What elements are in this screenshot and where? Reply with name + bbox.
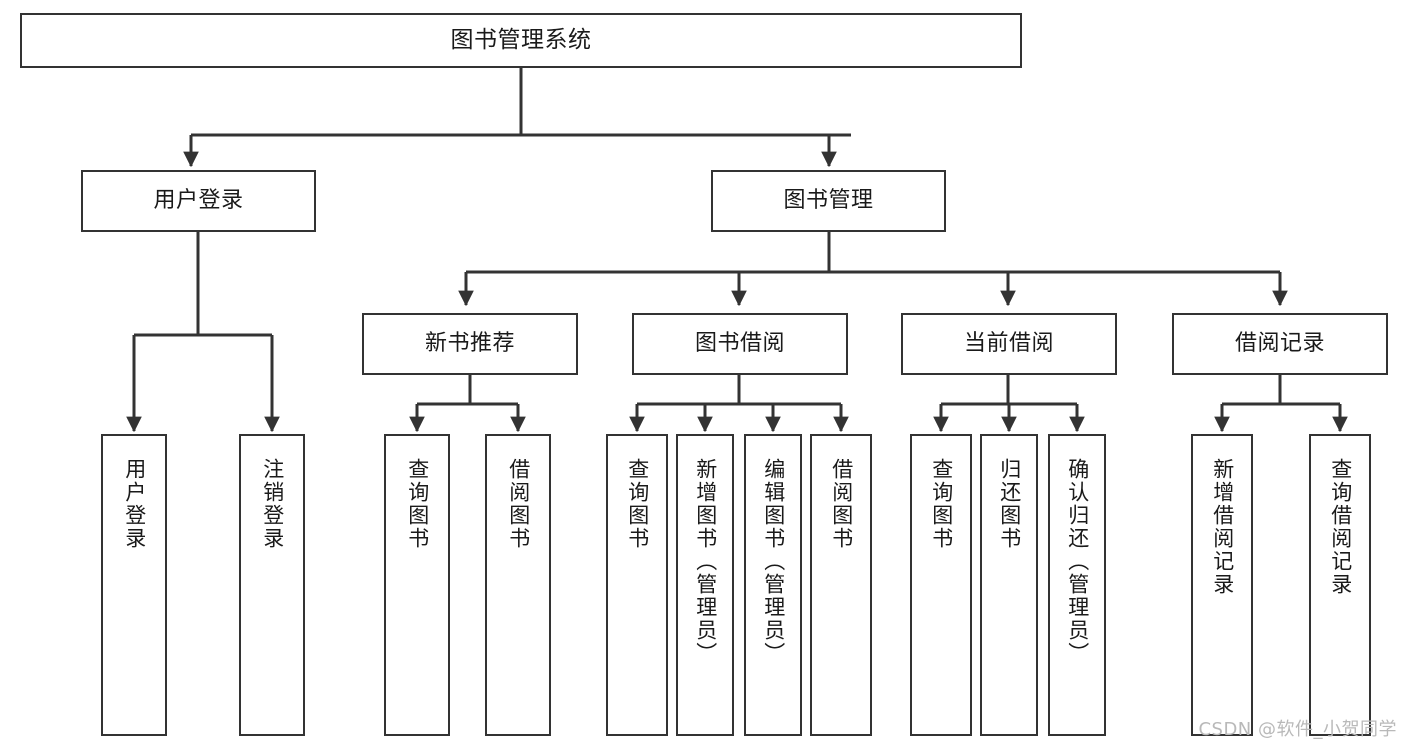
leaf-new-book-query-label: 查询图书 xyxy=(405,458,430,550)
leaf-borrow-record-query[interactable]: 查询借阅记录 xyxy=(1309,434,1371,736)
leaf-book-borrow-edit[interactable]: 编辑图书（管理员） xyxy=(744,434,802,736)
leaf-book-borrow-edit-label: 编辑图书（管理员） xyxy=(761,458,786,665)
leaf-new-book-borrow[interactable]: 借阅图书 xyxy=(485,434,551,736)
leaf-borrow-record-add[interactable]: 新增借阅记录 xyxy=(1191,434,1253,736)
leaf-new-book-query[interactable]: 查询图书 xyxy=(384,434,450,736)
node-new-book-recommend[interactable]: 新书推荐 xyxy=(362,313,578,375)
node-book-borrow[interactable]: 图书借阅 xyxy=(632,313,848,375)
node-current-borrow-label: 当前借阅 xyxy=(963,331,1054,357)
leaf-borrow-record-add-label: 新增借阅记录 xyxy=(1210,458,1235,596)
leaf-current-borrow-return-label: 归还图书 xyxy=(997,458,1022,550)
leaf-book-borrow-query[interactable]: 查询图书 xyxy=(606,434,668,736)
leaf-book-borrow-add-label: 新增图书（管理员） xyxy=(693,458,718,665)
node-borrow-record[interactable]: 借阅记录 xyxy=(1172,313,1388,375)
leaf-book-borrow-add[interactable]: 新增图书（管理员） xyxy=(676,434,734,736)
node-new-book-recommend-label: 新书推荐 xyxy=(424,331,515,357)
leaf-book-borrow-borrow[interactable]: 借阅图书 xyxy=(810,434,872,736)
node-book-manage-label: 图书管理 xyxy=(783,188,874,214)
node-book-borrow-label: 图书借阅 xyxy=(694,331,785,357)
leaf-user-login-logout-label: 注销登录 xyxy=(260,458,285,550)
leaf-current-borrow-query-label: 查询图书 xyxy=(929,458,954,550)
leaf-new-book-borrow-label: 借阅图书 xyxy=(506,458,531,550)
node-root[interactable]: 图书管理系统 xyxy=(20,13,1022,68)
leaf-current-borrow-confirm[interactable]: 确认归还（管理员） xyxy=(1048,434,1106,736)
node-user-login[interactable]: 用户登录 xyxy=(81,170,316,232)
node-borrow-record-label: 借阅记录 xyxy=(1234,331,1325,357)
leaf-current-borrow-return[interactable]: 归还图书 xyxy=(980,434,1038,736)
node-current-borrow[interactable]: 当前借阅 xyxy=(901,313,1117,375)
leaf-borrow-record-query-label: 查询借阅记录 xyxy=(1328,458,1353,596)
leaf-current-borrow-query[interactable]: 查询图书 xyxy=(910,434,972,736)
leaf-user-login-login[interactable]: 用户登录 xyxy=(101,434,167,736)
node-root-label: 图书管理系统 xyxy=(450,27,592,54)
leaf-user-login-login-label: 用户登录 xyxy=(122,458,147,550)
leaf-current-borrow-confirm-label: 确认归还（管理员） xyxy=(1065,458,1090,665)
node-user-login-label: 用户登录 xyxy=(153,188,244,214)
node-book-manage[interactable]: 图书管理 xyxy=(711,170,946,232)
watermark: CSDN @软件_小贺同学 xyxy=(1198,719,1397,740)
leaf-user-login-logout[interactable]: 注销登录 xyxy=(239,434,305,736)
leaf-book-borrow-borrow-label: 借阅图书 xyxy=(829,458,854,550)
leaf-book-borrow-query-label: 查询图书 xyxy=(625,458,650,550)
